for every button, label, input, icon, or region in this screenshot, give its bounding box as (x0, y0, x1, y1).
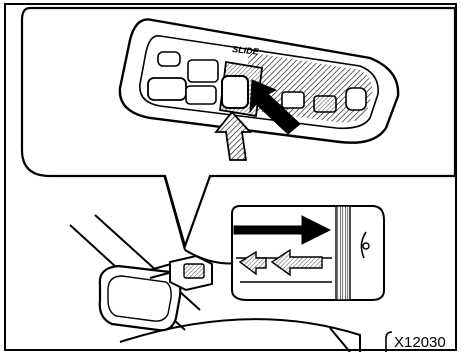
figure-code: X12030 (394, 334, 446, 351)
headliner-lamp-unit (170, 256, 212, 290)
